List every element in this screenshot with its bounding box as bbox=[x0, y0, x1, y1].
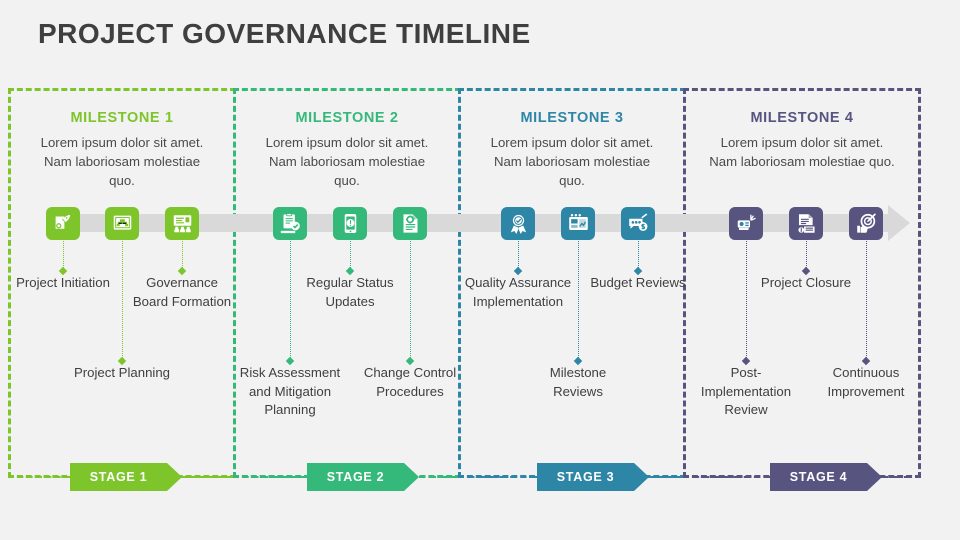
milestone-heading-4: MILESTONE 4 Lorem ipsum dolor sit amet. N… bbox=[683, 110, 921, 171]
bottom-dash-segment bbox=[882, 476, 921, 478]
event-label: Post-Implementation Review bbox=[700, 365, 792, 418]
milestone-title-1: MILESTONE 1 bbox=[70, 110, 174, 126]
bottom-dash-segment bbox=[649, 476, 683, 478]
stage-arrow-icon bbox=[867, 463, 882, 491]
mobile-alert-icon[interactable] bbox=[333, 207, 367, 240]
milestone-description-1: Lorem ipsum dolor sit amet. Nam laborios… bbox=[40, 135, 204, 189]
milestone-title-4: MILESTONE 4 bbox=[750, 110, 854, 126]
milestone-chart-icon[interactable] bbox=[561, 207, 595, 240]
gear-document-icon[interactable] bbox=[393, 207, 427, 240]
timeline-bar bbox=[60, 214, 890, 232]
board-meeting-icon[interactable] bbox=[165, 207, 199, 240]
event-label: Milestone Reviews bbox=[549, 365, 607, 399]
event-connector-line bbox=[746, 241, 747, 358]
milestone-heading-2: MILESTONE 2 Lorem ipsum dolor sit amet. N… bbox=[233, 110, 461, 190]
review-projector-icon[interactable] bbox=[729, 207, 763, 240]
bottom-dash-segment bbox=[182, 476, 233, 478]
stage-arrow-icon bbox=[404, 463, 419, 491]
event-connector-line bbox=[518, 241, 519, 268]
event-connector-line bbox=[182, 241, 183, 268]
event-connector-line bbox=[350, 241, 351, 268]
event-connector-line bbox=[578, 241, 579, 358]
quality-badge-icon[interactable] bbox=[501, 207, 535, 240]
event-label: Project Closure bbox=[760, 275, 852, 290]
event-connector-line bbox=[63, 241, 64, 268]
stage-label-4: STAGE 4 bbox=[770, 463, 867, 491]
event-connector-line bbox=[290, 241, 291, 358]
milestone-heading-3: MILESTONE 3 Lorem ipsum dolor sit amet. N… bbox=[458, 110, 686, 190]
milestone-description-3: Lorem ipsum dolor sit amet. Nam laborios… bbox=[490, 135, 654, 189]
event-connector-line bbox=[866, 241, 867, 358]
bottom-dash-segment bbox=[8, 476, 70, 478]
stage-banner-3[interactable]: STAGE 3 bbox=[537, 463, 649, 491]
timeline-arrow-icon bbox=[888, 205, 910, 241]
stage-label-1: STAGE 1 bbox=[70, 463, 167, 491]
rocket-launch-icon[interactable] bbox=[46, 207, 80, 240]
stage-banner-1[interactable]: STAGE 1 bbox=[70, 463, 182, 491]
event-label: Budget Reviews bbox=[590, 275, 686, 290]
bottom-dash-segment bbox=[419, 476, 458, 478]
milestone-title-2: MILESTONE 2 bbox=[295, 110, 399, 126]
budget-coin-icon[interactable] bbox=[621, 207, 655, 240]
event-label: Regular Status Updates bbox=[306, 275, 394, 309]
event-connector-line bbox=[122, 241, 123, 358]
event-label: Risk Assessment and Mitigation Planning bbox=[239, 365, 341, 418]
stage-arrow-icon bbox=[634, 463, 649, 491]
milestone-description-4: Lorem ipsum dolor sit amet. Nam laborios… bbox=[709, 135, 895, 170]
stage-label-3: STAGE 3 bbox=[537, 463, 634, 491]
event-label: Governance Board Formation bbox=[132, 275, 232, 309]
stage-arrow-icon bbox=[167, 463, 182, 491]
event-label: Project Planning bbox=[73, 365, 171, 380]
event-connector-line bbox=[638, 241, 639, 268]
stage-banner-2[interactable]: STAGE 2 bbox=[307, 463, 419, 491]
page-title: PROJECT GOVERNANCE TIMELINE bbox=[38, 18, 531, 49]
bottom-dash-segment bbox=[458, 476, 537, 478]
improvement-target-icon[interactable] bbox=[849, 207, 883, 240]
bottom-dash-segment bbox=[233, 476, 307, 478]
stage-label-2: STAGE 2 bbox=[307, 463, 404, 491]
event-label: Project Initiation bbox=[16, 275, 110, 290]
milestone-title-3: MILESTONE 3 bbox=[520, 110, 624, 126]
milestone-heading-1: MILESTONE 1 Lorem ipsum dolor sit amet. N… bbox=[8, 110, 236, 190]
event-label: Change Control Procedures bbox=[363, 365, 457, 399]
closure-invoice-icon[interactable] bbox=[789, 207, 823, 240]
stage-banner-4[interactable]: STAGE 4 bbox=[770, 463, 882, 491]
milestone-description-2: Lorem ipsum dolor sit amet. Nam laborios… bbox=[265, 135, 429, 189]
bottom-dash-segment bbox=[683, 476, 770, 478]
event-connector-line bbox=[410, 241, 411, 358]
blueprint-plan-icon[interactable] bbox=[105, 207, 139, 240]
event-label: Quality Assurance Implementation bbox=[464, 275, 572, 309]
event-connector-line bbox=[806, 241, 807, 268]
event-label: Continuous Improvement bbox=[827, 365, 905, 399]
risk-clipboard-icon[interactable] bbox=[273, 207, 307, 240]
